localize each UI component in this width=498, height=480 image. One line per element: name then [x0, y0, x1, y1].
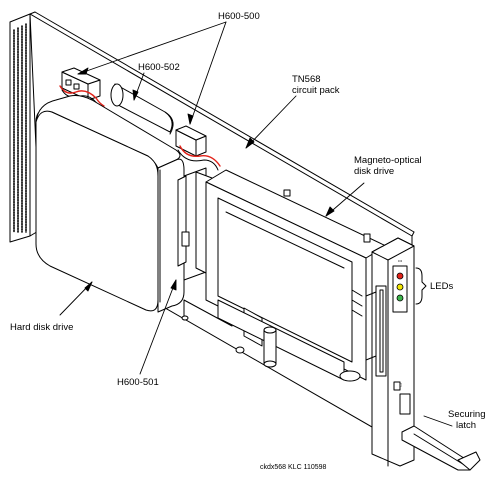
h600-500-connector-right — [175, 125, 221, 171]
figure-reference-code: ckdx568 KLC 110598 — [260, 464, 327, 471]
label-securing-latch-line2: latch — [456, 420, 477, 431]
label-magneto-optical-line1: Magneto-optical — [354, 155, 422, 166]
faceplate: ••• • ▢ — [365, 237, 415, 467]
leds — [396, 272, 404, 302]
label-hard-disk-drive: Hard disk drive — [10, 322, 74, 333]
svg-text:•••: ••• — [398, 258, 403, 263]
label-h600-500: H600-500 — [218, 11, 260, 22]
label-magneto-optical-line2: disk drive — [354, 166, 395, 177]
label-leds: LEDs — [430, 281, 454, 292]
label-tn568-line1: TN568 — [292, 74, 321, 85]
led-red — [396, 272, 404, 280]
h600-502-cylinder — [110, 83, 174, 135]
securing-latch — [401, 425, 481, 471]
leader-lines — [59, 21, 453, 427]
magneto-optical-disk-drive — [205, 169, 387, 382]
leds-bracket — [415, 267, 427, 305]
label-securing-latch-line1: Securing — [448, 409, 486, 420]
label-tn568-line2: circuit pack — [292, 85, 340, 96]
led-yellow — [396, 283, 404, 291]
label-h600-501: H600-501 — [117, 377, 159, 388]
label-h600-502: H600-502 — [138, 62, 180, 73]
led-green — [396, 294, 404, 302]
